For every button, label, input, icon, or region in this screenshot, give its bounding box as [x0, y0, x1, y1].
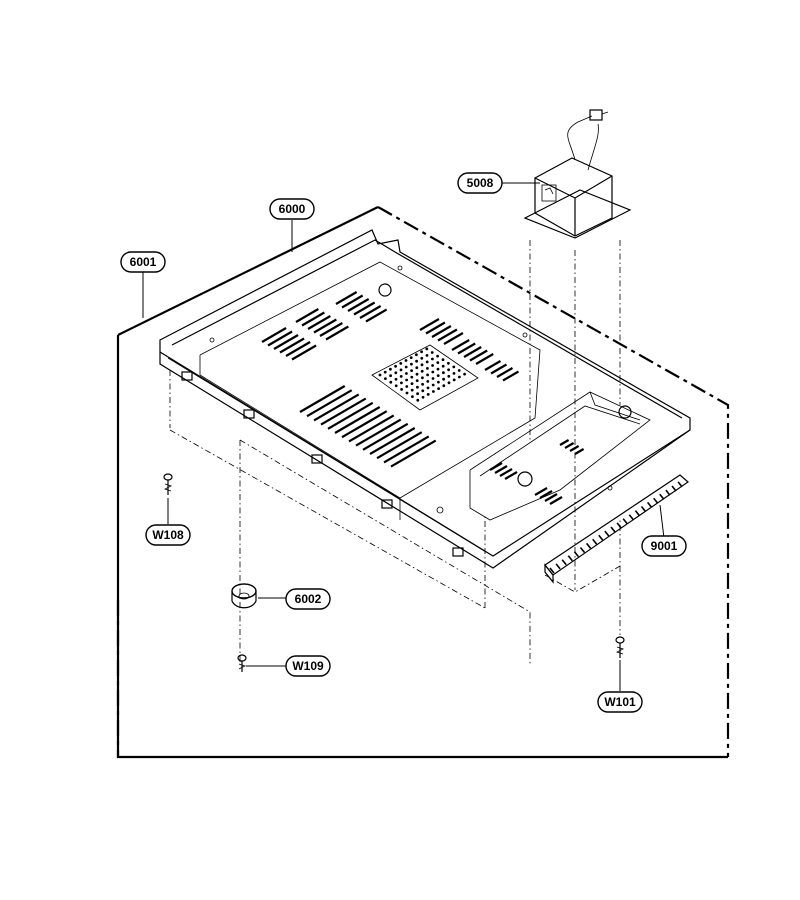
vent-grille — [378, 347, 466, 402]
callout-5008: 5008 — [457, 172, 503, 194]
callout-w101: W101 — [597, 691, 643, 713]
callout-6002: 6002 — [285, 588, 331, 610]
transformer-part — [523, 109, 632, 239]
vent-slots — [261, 291, 585, 505]
callout-label: W108 — [152, 528, 184, 542]
assembly-boundary — [116, 206, 730, 759]
base-plate — [159, 229, 691, 569]
screw-w108 — [163, 473, 173, 495]
screw-w101 — [615, 636, 625, 658]
callout-label: W101 — [604, 695, 636, 709]
callout-label: 6002 — [295, 592, 322, 606]
callout-label: W109 — [292, 659, 324, 673]
screw-w109 — [237, 654, 247, 672]
callout-w109: W109 — [285, 655, 331, 677]
callout-6000: 6000 — [269, 198, 315, 220]
foot-part — [231, 583, 257, 609]
callout-label: 9001 — [651, 539, 678, 553]
sealing-strip — [544, 474, 689, 584]
callout-label: 6000 — [279, 202, 306, 216]
callout-9001: 9001 — [641, 535, 687, 557]
alignment-lines — [169, 240, 621, 665]
callout-6001: 6001 — [120, 251, 166, 273]
leader-lines — [142, 182, 665, 691]
callout-label: 5008 — [467, 176, 494, 190]
callout-w108: W108 — [145, 524, 191, 546]
callout-label: 6001 — [130, 255, 157, 269]
